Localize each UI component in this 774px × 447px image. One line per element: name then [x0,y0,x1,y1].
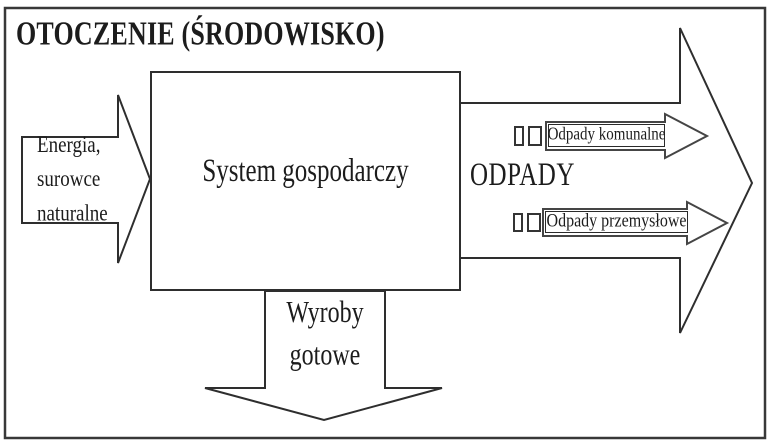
input-arrow [21,94,152,264]
system-box-label: System gospodarczy [202,153,409,190]
waste-main-arrow [459,27,754,334]
missing-glyph-icon [513,213,523,232]
waste-group-label: ODPADY [470,157,575,194]
missing-glyph-icon [527,213,541,232]
system-box-label-wrap: System gospodarczy [151,72,460,290]
system-box [150,71,461,291]
output-products-label-line: Wyroby [286,296,364,330]
waste-stream-label-przemyslowe: Odpady przemysłowe [546,211,687,232]
input-arrow-label-line: Energia, [37,132,101,159]
waste-stream-arrow-przemyslowe [542,200,730,246]
output-products-label-line: gotowe [289,338,361,373]
waste-stream-label-komunalne: Odpady komunalne [547,125,666,145]
input-arrow-label: Energia, surowce naturalne [37,129,108,231]
output-products-label: Wyroby gotowe [265,293,385,377]
input-arrow-label-line: surowce [37,166,101,193]
waste-stream-label-box-komunalne: Odpady komunalne [548,124,665,147]
environment-border [3,6,767,440]
input-arrow-label-line: naturalne [37,200,108,227]
missing-glyph-icon [514,126,524,146]
environment-title: OTOCZENIE (ŚRODOWISKO) [16,14,385,53]
waste-stream-arrow-komunalne [545,112,710,160]
output-products-arrow [204,290,443,422]
waste-stream-label-box-przemyslowe: Odpady przemysłowe [545,211,688,233]
missing-glyph-icon [528,126,542,146]
